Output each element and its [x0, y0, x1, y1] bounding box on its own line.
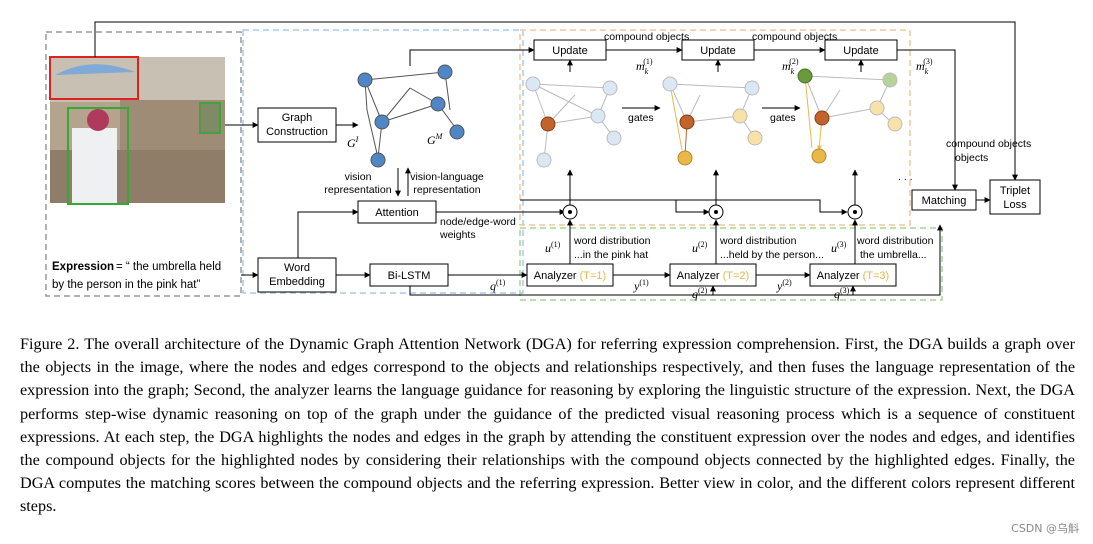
graph-to-update-line: [409, 47, 535, 66]
watermark: CSDN @乌斛: [1011, 522, 1079, 535]
embed-to-attention-line: [297, 209, 359, 258]
odot-2-dot: [714, 210, 718, 214]
weights-to-odot3: [676, 199, 848, 215]
expression-text-1: = “ the umbrella held: [116, 261, 221, 273]
expression-label: Expression: [52, 261, 114, 273]
graph-gi-label: GI: [347, 135, 359, 150]
update-1-label: Update: [552, 45, 587, 57]
phrase-1: ...in the pink hat: [574, 249, 648, 261]
analyzer-1-label: Analyzer(T=1): [534, 270, 606, 282]
odot-1-dot: [568, 210, 572, 214]
word-embedding-label-2: Embedding: [269, 276, 325, 288]
phrase-2: ...held by the person...: [720, 249, 824, 261]
vision-rep-label-2: representation: [324, 184, 391, 196]
graph-construction-box: [257, 107, 337, 143]
update-3-label: Update: [843, 45, 878, 57]
triplet-loss-label-1: Triplet: [1000, 185, 1030, 197]
vl-rep-label-2: representation: [413, 184, 480, 196]
word-embedding-label-1: Word: [284, 262, 310, 274]
graph-region-border: [242, 29, 524, 294]
weights-to-odot2: [520, 199, 710, 215]
graph-construction-label-1: Graph: [282, 112, 313, 124]
vl-rep-label-1: vision-language: [410, 171, 484, 183]
node-edge-weights-label-1: node/edge-word: [440, 216, 516, 228]
q3-label: q(3): [834, 286, 850, 301]
figure-caption: Figure 2. The overall architecture of th…: [20, 335, 1075, 516]
u3-label: u(3): [831, 240, 847, 255]
phrase-3: the umbrella...: [860, 249, 927, 261]
graph-construction-label-2: Construction: [266, 126, 328, 138]
graph-gm-label: GM: [427, 132, 444, 147]
word-dist-1: word distribution: [573, 235, 651, 247]
update-3-to-matching: [897, 49, 958, 191]
analyzer-3-label: Analyzer(T=3): [817, 270, 889, 282]
input-region-border: [45, 31, 242, 297]
triplet-loss-label-2: Loss: [1003, 199, 1027, 211]
compound-objects-label-2: compound objects: [752, 31, 837, 43]
expression-line2: by the person in the pink hat”: [52, 279, 200, 291]
analyzer-2-label: Analyzer(T=2): [677, 270, 749, 282]
u2-label: u(2): [692, 240, 708, 255]
step-2-graph: [662, 76, 763, 166]
odot-3-dot: [853, 210, 857, 214]
architecture-diagram: Expression= “ the umbrella held by the p…: [45, 21, 1041, 301]
image-to-matching-line: [94, 21, 1018, 181]
input-image: [49, 56, 225, 205]
initial-graph: [357, 64, 465, 168]
y2-label: y(2): [776, 278, 792, 293]
update-2-label: Update: [700, 45, 735, 57]
m1-label: mk(1): [636, 57, 653, 76]
y1-label: y(1): [633, 278, 649, 293]
attention-label: Attention: [375, 207, 418, 219]
step-1-graph: [525, 76, 622, 168]
word-dist-2: word distribution: [719, 235, 797, 247]
u1-label: u(1): [545, 240, 561, 255]
step-3-graph: [797, 68, 903, 164]
m3-label: mk(3): [916, 57, 933, 76]
expression-line1: Expression= “ the umbrella held: [52, 261, 221, 273]
gates-label-1: gates: [628, 112, 654, 124]
word-embedding-box: [257, 257, 337, 293]
bilstm-bottom-line: [409, 224, 943, 296]
compound-objects-label-3: compound objects: [946, 138, 1031, 150]
matching-label: Matching: [922, 195, 967, 207]
q1-label: q(1): [490, 278, 506, 293]
gates-label-2: gates: [770, 112, 796, 124]
ellipsis: . . .: [898, 171, 913, 183]
analyzer-region-border: [519, 227, 943, 301]
bilstm-label: Bi-LSTM: [388, 270, 431, 282]
vision-rep-label-1: vision: [345, 171, 372, 183]
word-dist-3: word distribution: [856, 235, 934, 247]
objects-word: objects: [955, 152, 988, 164]
node-edge-weights-label-2: weights: [439, 229, 476, 241]
q2-label: q(2): [692, 286, 708, 301]
compound-objects-label-1: compound objects: [604, 31, 689, 43]
m2-label: mk(2): [782, 57, 799, 76]
